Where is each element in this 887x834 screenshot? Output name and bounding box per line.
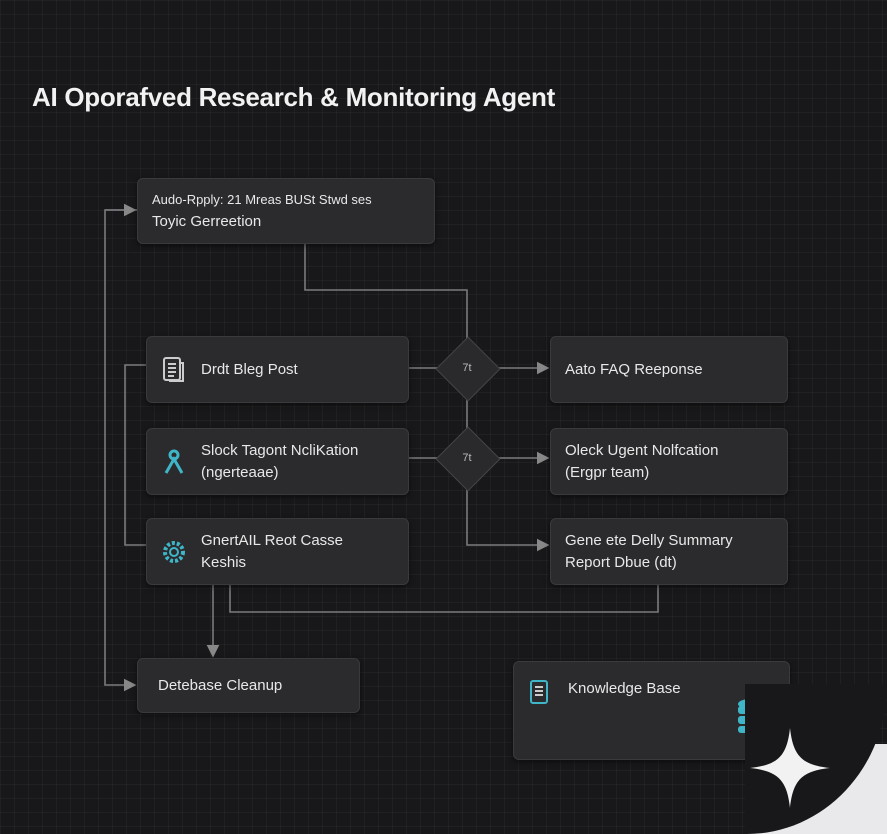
- decision-label-2: 7t: [462, 452, 472, 464]
- loop-left-inner: [124, 364, 146, 546]
- node-line2: Keshis: [201, 553, 247, 571]
- node-line1: GnertAIL Reot Casse: [201, 531, 344, 549]
- node-line2: (Ergpr team): [565, 463, 650, 481]
- node-auto-faq[interactable]: Aato FAQ Reeponse: [550, 336, 788, 403]
- node-daily-summary[interactable]: Gene ete Delly Summary Report Dbue (dt): [550, 518, 788, 585]
- decision-label-1: 7t: [462, 362, 472, 374]
- document-icon: [163, 356, 184, 382]
- node-database-cleanup[interactable]: Detebase Cleanup: [137, 658, 360, 713]
- node-line1: Audo-Rpply: 21 Mreas BUSt Stwd ses: [152, 192, 372, 207]
- topic-to-decision: [304, 244, 468, 346]
- node-line1: Slock Tagont NcliKation: [201, 441, 359, 459]
- node-draft-blog-post[interactable]: Drdt Bleg Post: [146, 336, 409, 403]
- node-slack-notification[interactable]: Slock Tagont NcliKation (ngerteaae): [146, 428, 409, 495]
- loop-left-outer: [104, 209, 137, 692]
- sparkle-icon: [750, 728, 830, 808]
- page-corner: [745, 684, 887, 834]
- node-line2: Report Dbue (dt): [565, 553, 677, 571]
- node-line2: (ngerteaae): [201, 463, 279, 481]
- decision-to-summary: [466, 480, 550, 552]
- diagram-title: AI Oporafved Research & Monitoring Agent: [32, 82, 555, 112]
- node-check-urgent[interactable]: Oleck Ugent Nolfcation (Ergpr team): [550, 428, 788, 495]
- document-icon: [530, 680, 548, 704]
- node-label: Drdt Bleg Post: [201, 360, 298, 378]
- node-line1: Gene ete Delly Summary: [565, 531, 733, 549]
- node-topic-generation[interactable]: Audo-Rpply: 21 Mreas BUSt Stwd ses Toyic…: [137, 178, 435, 244]
- node-label: Knowledge Base: [568, 680, 681, 697]
- node-line1: Oleck Ugent Nolfcation: [565, 441, 719, 459]
- slack-icon: [164, 449, 184, 474]
- node-gen-ai-root-cause[interactable]: GnertAIL Reot Casse Keshis: [146, 518, 409, 585]
- node-label: Detebase Cleanup: [158, 676, 283, 694]
- node-label: Aato FAQ Reeponse: [565, 360, 703, 378]
- gear-icon: [163, 540, 185, 563]
- node-line2: Toyic Gerreetion: [152, 213, 262, 230]
- genai-summary-link: [229, 585, 659, 613]
